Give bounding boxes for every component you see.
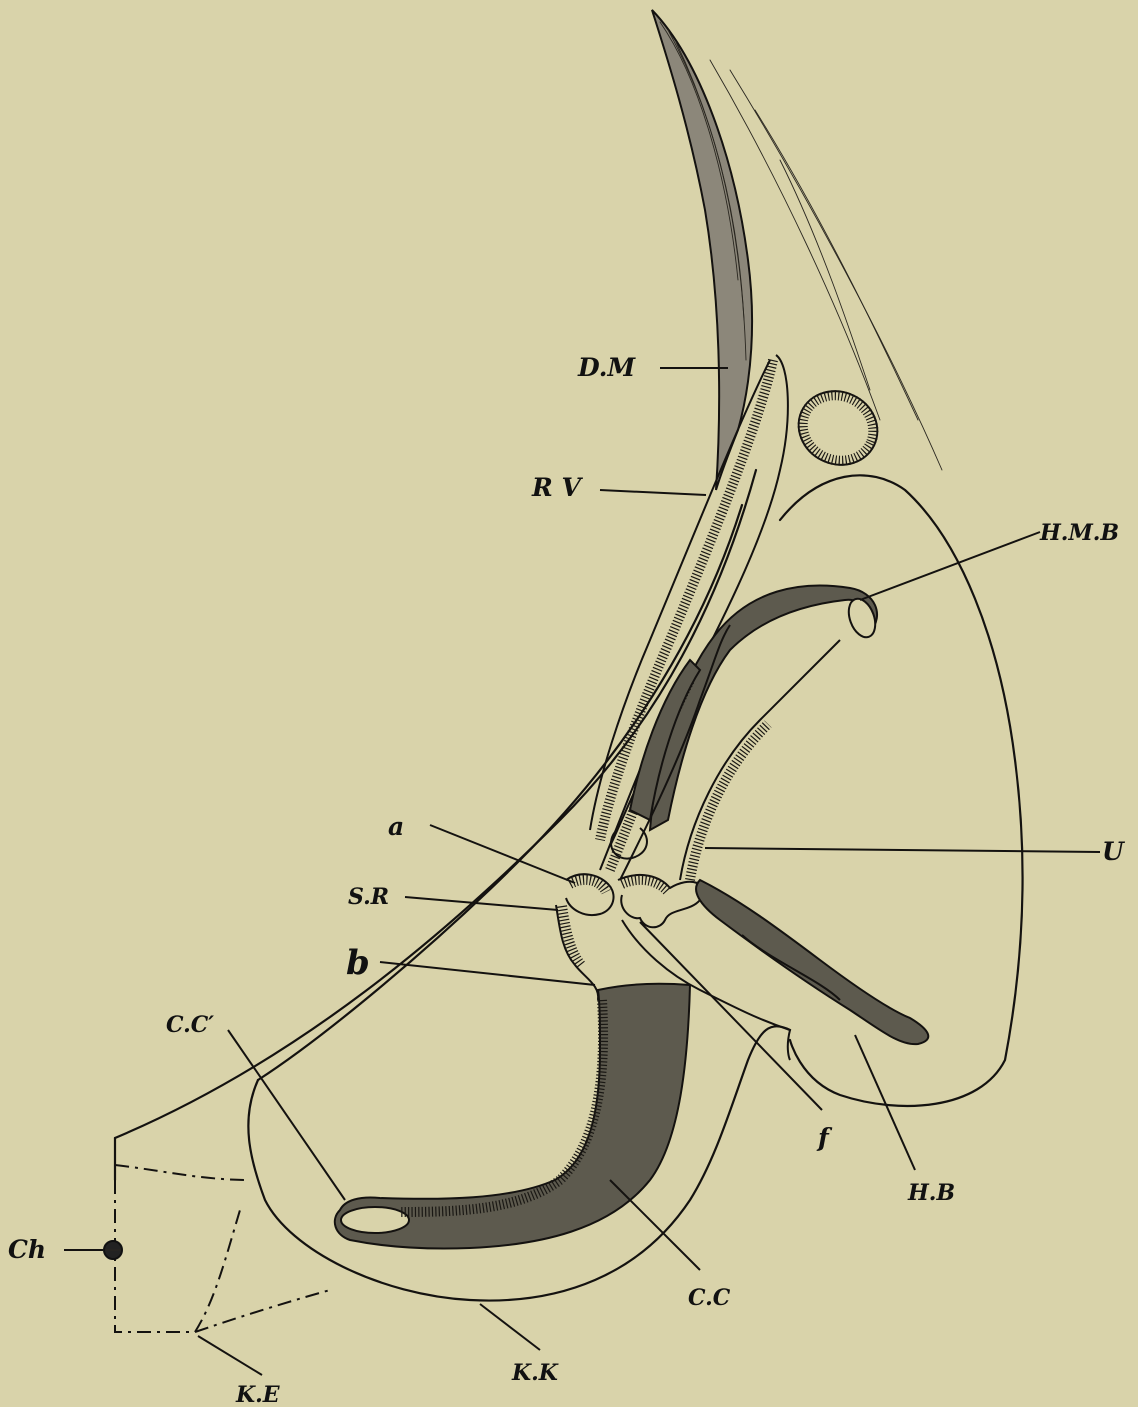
label-hmb: H.M.B xyxy=(1039,520,1119,546)
label-hb: H.B xyxy=(907,1180,955,1206)
cochlear-canal xyxy=(335,984,690,1249)
label-sr: S.R xyxy=(348,884,389,910)
outer-envelope xyxy=(780,475,1023,1106)
label-dm: D.M xyxy=(577,353,636,382)
label-b: b xyxy=(346,943,370,983)
utricle xyxy=(600,625,840,927)
label-f: f xyxy=(816,1123,833,1152)
label-u: U xyxy=(1102,837,1126,866)
dashed-line-upper xyxy=(115,1165,250,1180)
label-kk: K.K xyxy=(511,1360,559,1386)
leader-u xyxy=(705,848,1100,852)
leader-ccprime xyxy=(228,1030,345,1200)
horizontal-canal-upper xyxy=(650,585,880,830)
label-ccprime: C.C′ xyxy=(166,1012,214,1038)
label-a: a xyxy=(388,812,404,841)
leader-rv xyxy=(600,490,706,495)
leader-hmb xyxy=(860,532,1040,600)
label-ch: Ch xyxy=(8,1235,46,1264)
dashed-line-lower xyxy=(195,1290,330,1332)
label-cc: C.C xyxy=(688,1285,731,1311)
leader-kk xyxy=(480,1304,540,1350)
label-rv: R V xyxy=(531,473,583,502)
capsule-outline xyxy=(248,1026,790,1300)
leader-cc xyxy=(610,1180,700,1270)
leader-b xyxy=(380,962,595,985)
label-ke: K.E xyxy=(235,1382,281,1407)
leader-ke xyxy=(198,1336,262,1375)
